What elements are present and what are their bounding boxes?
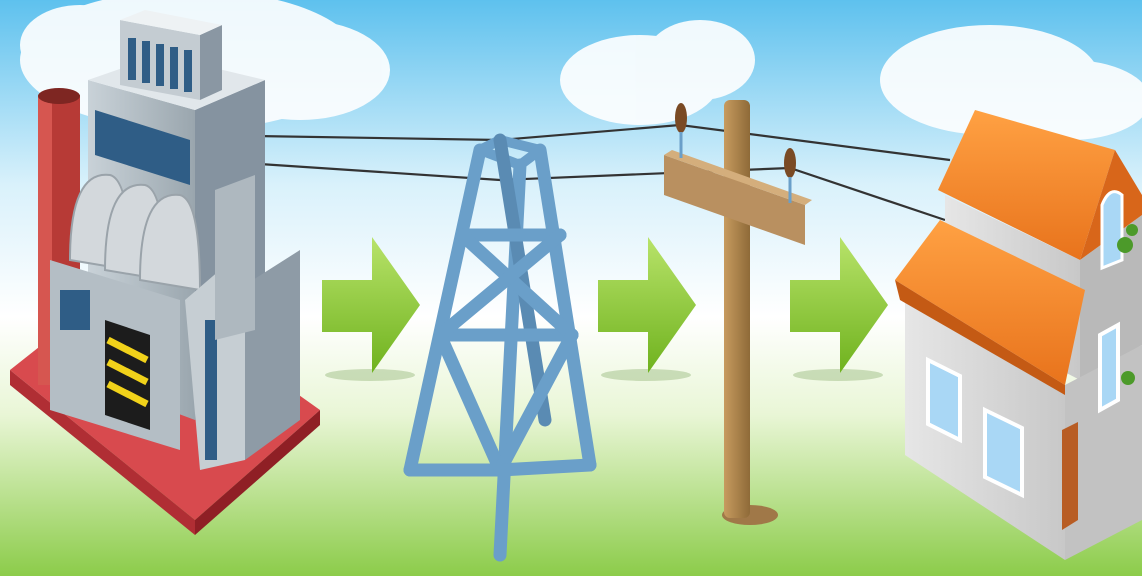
house-door-icon — [1062, 422, 1078, 530]
hazard-door-icon — [105, 320, 150, 430]
